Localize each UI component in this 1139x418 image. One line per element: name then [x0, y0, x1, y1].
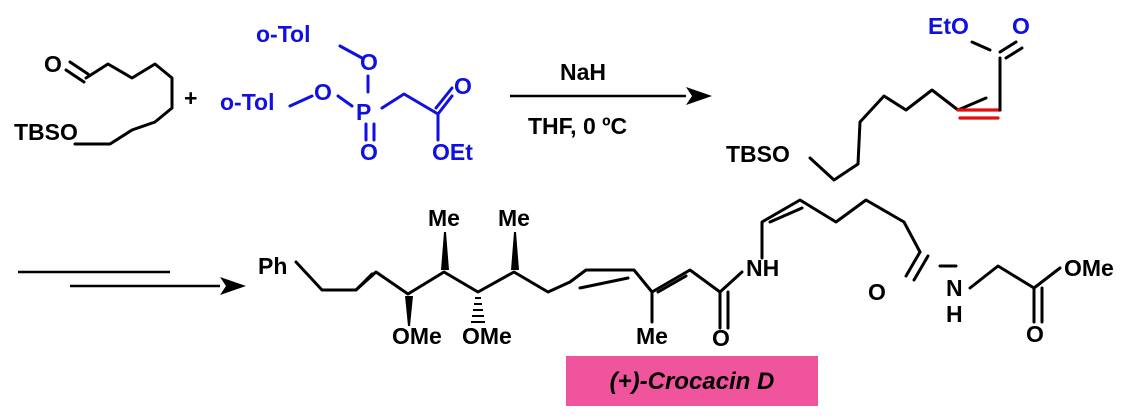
aldehyde-tbso-label: TBSO — [14, 119, 78, 145]
reagent-label: NaH — [560, 59, 606, 85]
hash-bond — [471, 297, 485, 323]
phosphonate-oxo-oxygen: O — [360, 139, 378, 165]
phosphonate-reactant: o-Tol O o-Tol O P O O OEt — [220, 21, 473, 165]
multistep-arrow-head — [220, 277, 246, 295]
crocacin-d-structure: Ph Me Me Me OMe OMe NH O O N H O OMe — [258, 198, 1114, 351]
wedge-bond-1 — [441, 232, 449, 270]
phosphonate-carbonyl-oxygen: O — [454, 73, 472, 99]
arrow-head — [686, 87, 712, 105]
methyl-label-1: Me — [428, 205, 460, 231]
conditions-label: THF, 0 ºC — [528, 113, 627, 139]
methyl-label-2: Me — [498, 205, 530, 231]
ester-methoxy: OMe — [1064, 255, 1114, 281]
product-ethoxy: EtO — [928, 13, 969, 39]
crocacin-d-badge: (+)-Crocacin D — [566, 356, 818, 406]
phosphonate-phosphorus: P — [356, 99, 371, 125]
aldehyde-oxygen: O — [44, 51, 62, 77]
wedge-bond-2 — [511, 232, 519, 270]
compound-name: (+)-Crocacin D — [610, 368, 775, 395]
enoate-product: EtO O TBSO — [726, 13, 1030, 182]
amide-oxygen-2: O — [868, 279, 886, 305]
plus-sign: + — [184, 85, 197, 111]
amide-hydrogen: H — [946, 301, 963, 327]
phosphonate-otol-2: o-Tol — [220, 89, 275, 115]
ester-oxygen: O — [1026, 321, 1044, 347]
amide-oxygen-1: O — [712, 325, 730, 351]
phosphonate-otol-1: o-Tol — [256, 21, 311, 47]
methoxy-label-1: OMe — [392, 323, 442, 349]
badge-background — [566, 356, 818, 406]
phosphonate-oxygen-2: O — [314, 79, 332, 105]
methoxy-label-2: OMe — [462, 323, 512, 349]
product-carbonyl-oxygen: O — [1012, 13, 1030, 39]
wedge-bond-3 — [405, 296, 413, 326]
methyl-label-3: Me — [636, 323, 668, 349]
phosphonate-ethoxy: OEt — [432, 139, 473, 165]
product-tbso-label: TBSO — [726, 141, 790, 167]
phosphonate-oxygen-1: O — [360, 49, 378, 75]
amide-nitrogen: N — [946, 275, 963, 301]
amide-nh-label: NH — [746, 255, 779, 281]
phenyl-label: Ph — [258, 253, 287, 279]
multistep-arrow — [18, 270, 246, 295]
aldehyde-reactant: O TBSO — [14, 51, 174, 146]
reaction-arrow: NaH THF, 0 ºC — [510, 59, 712, 139]
